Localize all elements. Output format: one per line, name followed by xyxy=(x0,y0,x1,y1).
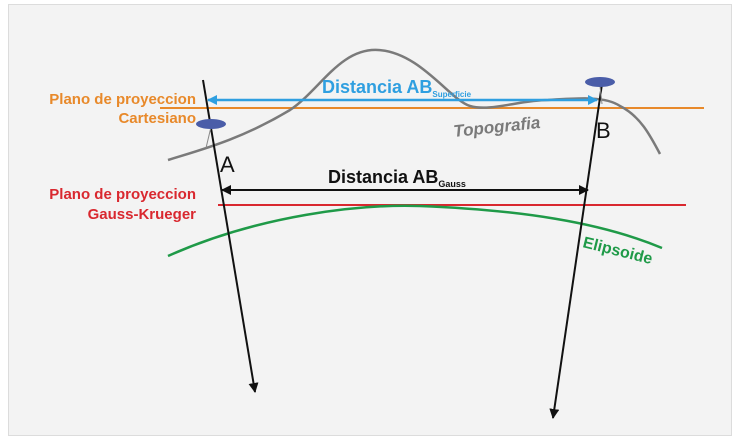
surface-distance-main: Distancia AB xyxy=(322,77,432,97)
topography-label: Topografia xyxy=(452,113,541,141)
surface-distance-label: Distancia ABSuperficie xyxy=(322,77,472,99)
topography-curve xyxy=(167,48,662,162)
cartesian-plane-label-1: Plano de proyeccion xyxy=(49,91,196,108)
marker-b xyxy=(585,77,615,87)
vertical-line-a xyxy=(202,79,259,393)
point-a-label: A xyxy=(220,152,235,177)
diagram-frame xyxy=(8,4,732,436)
gauss-distance-sub: Gauss xyxy=(438,179,466,189)
gauss-plane-label-1: Plano de proyeccion xyxy=(49,186,196,203)
marker-a xyxy=(196,119,226,129)
gauss-distance-main: Distancia AB xyxy=(328,167,438,187)
gauss-plane-label-2: Gauss-Krueger xyxy=(88,206,197,223)
cartesian-plane-label-2: Cartesiano xyxy=(118,110,196,127)
vertical-line-b xyxy=(549,83,603,419)
point-b-label: B xyxy=(596,118,611,143)
ellipsoid-curve xyxy=(167,204,663,258)
surface-distance-sub: Superficie xyxy=(432,90,471,99)
gauss-distance-label: Distancia ABGauss xyxy=(328,167,466,189)
